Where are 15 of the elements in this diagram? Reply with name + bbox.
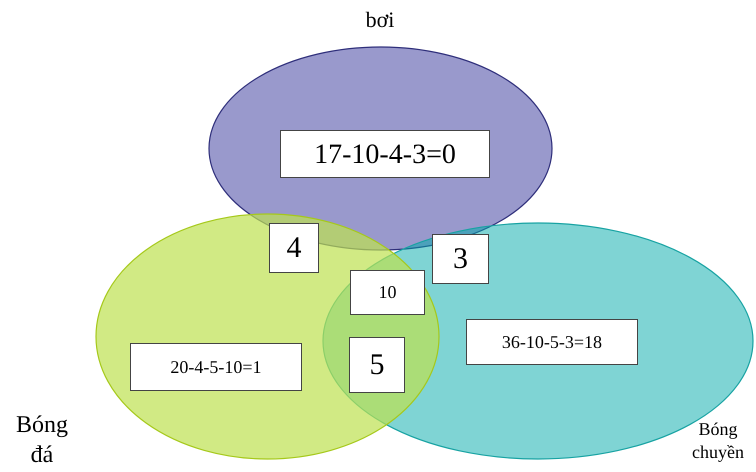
set-label: bơi bbox=[364, 6, 396, 34]
set-count-text: 17-10-4-3=0 bbox=[314, 138, 456, 172]
set-label: Bóng đá bbox=[14, 411, 69, 470]
set-count-text: 20-4-5-10=1 bbox=[170, 356, 262, 378]
number-box bbox=[130, 343, 302, 391]
number-box bbox=[349, 337, 405, 393]
set-count-text: 5 bbox=[370, 347, 384, 384]
number-box bbox=[280, 130, 490, 178]
set-label: Bóng chuyền bbox=[691, 418, 745, 463]
set-count-text: 4 bbox=[286, 230, 302, 266]
number-box bbox=[466, 319, 638, 365]
number-box bbox=[350, 270, 425, 315]
set-count-text: 36-10-5-3=18 bbox=[502, 330, 602, 354]
set-count-text: 10 bbox=[378, 281, 396, 304]
set-count-text: 3 bbox=[453, 241, 468, 278]
